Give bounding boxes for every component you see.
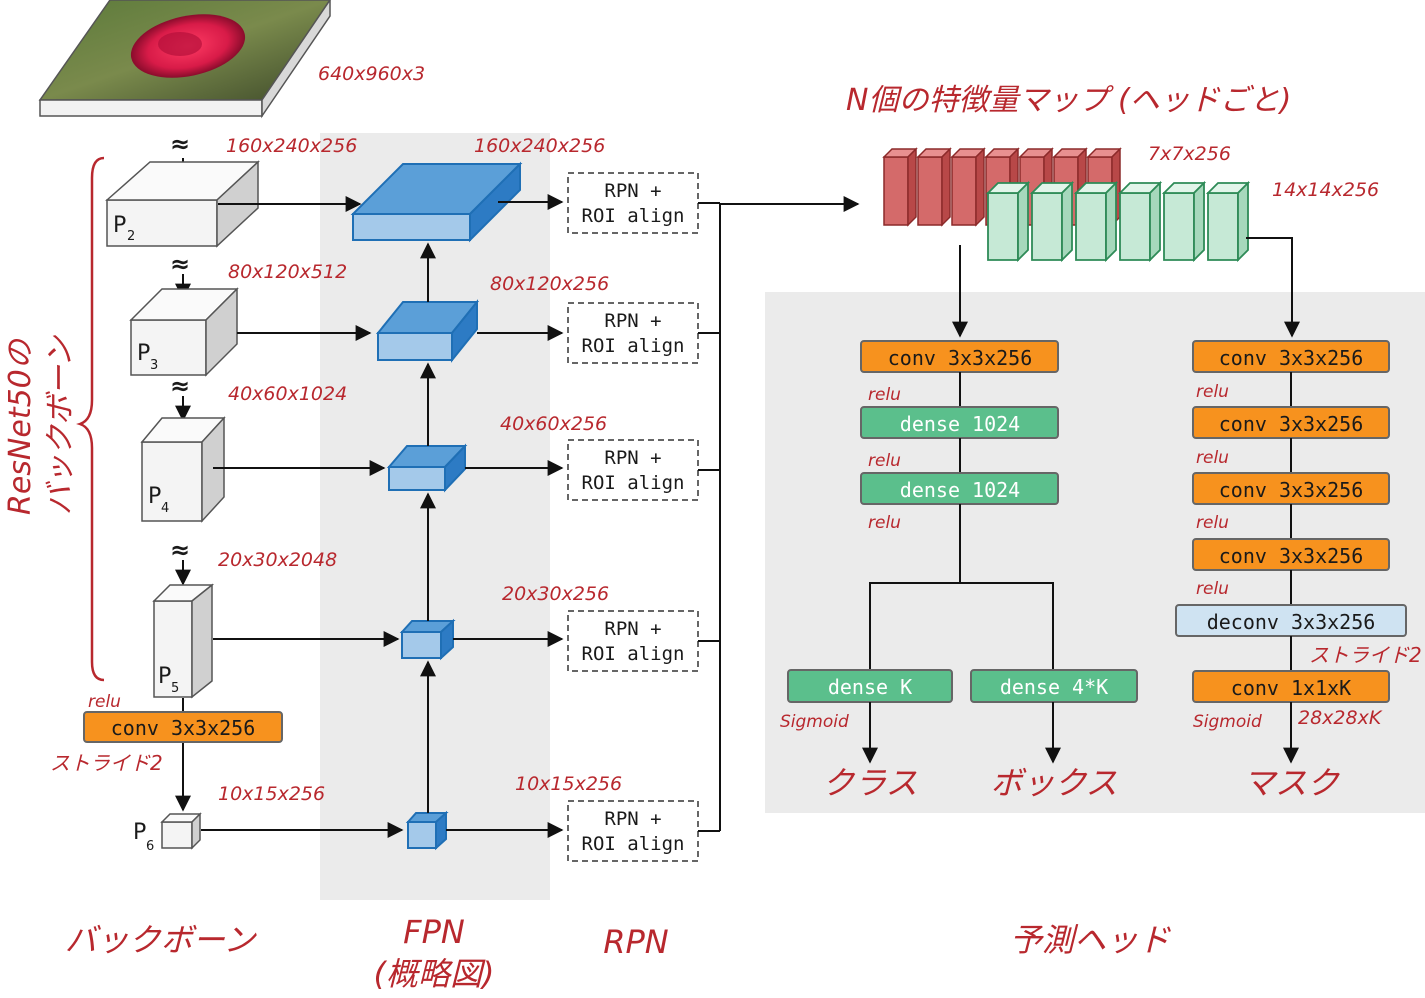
section-head: 予測ヘッド xyxy=(1010,921,1171,959)
cb-sigmoid: Sigmoid xyxy=(780,712,849,732)
rpn-2-line1: RPN + xyxy=(604,180,661,202)
green-map-dim: 14x14x256 xyxy=(1272,179,1379,201)
mk-relu-4: relu xyxy=(1196,579,1229,599)
p4-sub: 4 xyxy=(161,501,169,516)
mk-deconv-label: deconv 3x3x256 xyxy=(1207,610,1376,634)
input-image xyxy=(38,0,331,119)
section-fpn: FPN xyxy=(403,913,465,951)
rpn-box-3: RPN + ROI align xyxy=(567,302,699,364)
fpn-level-2 xyxy=(350,161,523,243)
rpn-3-line1: RPN + xyxy=(604,310,661,332)
rpn-2-line2: ROI align xyxy=(582,205,685,227)
mk-relu-1: relu xyxy=(1196,382,1229,402)
mk-conv4-label: conv 3x3x256 xyxy=(1219,544,1364,568)
p4-dim: 40x60x1024 xyxy=(228,383,347,405)
mk-sigmoid: Sigmoid xyxy=(1193,712,1262,732)
mk-relu-3: relu xyxy=(1196,513,1229,533)
rpn-5-line1: RPN + xyxy=(604,618,661,640)
rpn-box-4: RPN + ROI align xyxy=(567,439,699,501)
cb-relu-2: relu xyxy=(868,451,901,471)
backbone-conv-label: conv 3x3x256 xyxy=(111,716,256,740)
cb-dense1-label: dense 1024 xyxy=(900,412,1020,436)
squiggle-4: ≈ xyxy=(170,536,190,564)
backbone-p2 xyxy=(105,160,260,248)
fpn-level-3 xyxy=(375,299,480,363)
out-class-label: クラス xyxy=(822,764,917,802)
p2-label: P xyxy=(113,213,126,238)
backbone-p6 xyxy=(160,812,202,850)
green-feature-maps xyxy=(985,180,1251,263)
to-mask-head-arrow xyxy=(1246,237,1300,338)
p6-sub: 6 xyxy=(146,839,154,854)
backbone-stride: ストライド2 xyxy=(50,751,163,775)
cb-conv-label: conv 3x3x256 xyxy=(888,346,1033,370)
fpn-dim-4: 40x60x256 xyxy=(500,413,607,435)
backbone-relu: relu xyxy=(88,692,121,712)
fpn-dim-2: 160x240x256 xyxy=(474,135,605,157)
p3-sub: 3 xyxy=(150,358,158,373)
p5-dim: 20x30x2048 xyxy=(218,549,337,571)
mk-conv2-label: conv 3x3x256 xyxy=(1219,412,1364,436)
input-dim-label: 640x960x3 xyxy=(318,63,425,85)
squiggle-2: ≈ xyxy=(170,250,190,278)
rpn-4-line1: RPN + xyxy=(604,447,661,469)
mk-relu-2: relu xyxy=(1196,448,1229,468)
fpn-level-5 xyxy=(399,618,456,661)
backbone-p3 xyxy=(129,287,239,377)
squiggle-1: ≈ xyxy=(170,130,190,158)
cb-branch xyxy=(869,582,1054,670)
fpn-level-6 xyxy=(405,810,449,851)
p5-sub: 5 xyxy=(171,681,179,696)
mk-out-dim: 28x28xK xyxy=(1298,707,1383,729)
red-map-dim: 7x7x256 xyxy=(1148,143,1231,165)
out-box-label: ボックス xyxy=(990,764,1117,802)
out-mask-label: マスク xyxy=(1243,764,1340,802)
cb-relu-1: relu xyxy=(868,385,901,405)
mk-stride: ストライド2 xyxy=(1309,643,1422,667)
rpn-merge-bus xyxy=(698,202,721,832)
fpn-level-4 xyxy=(386,443,468,493)
fpn-dim-5: 20x30x256 xyxy=(502,583,609,605)
p4-label: P xyxy=(148,484,161,509)
mk-convout-label: conv 1x1xK xyxy=(1231,676,1351,700)
cb-dense4k-label: dense 4*K xyxy=(1000,675,1108,699)
p6-label: P xyxy=(133,820,146,845)
rpn-6-line1: RPN + xyxy=(604,808,661,830)
fpn-dim-6: 10x15x256 xyxy=(515,773,622,795)
rpn-6-line2: ROI align xyxy=(582,833,685,855)
rpn-3-line2: ROI align xyxy=(582,335,685,357)
section-rpn: RPN xyxy=(603,923,669,961)
resnet-label-1: ResNet50の xyxy=(3,337,38,515)
resnet-bracket xyxy=(76,156,105,682)
rpn-box-2: RPN + ROI align xyxy=(567,172,699,234)
cb-dense2-label: dense 1024 xyxy=(900,478,1020,502)
backbone-p5 xyxy=(152,583,215,699)
backbone-p4 xyxy=(140,416,226,523)
p3-label: P xyxy=(137,341,150,366)
cb-densek-label: dense K xyxy=(828,675,912,699)
p2-sub: 2 xyxy=(127,229,135,244)
rpn-4-line2: ROI align xyxy=(582,472,685,494)
rpn-5-line2: ROI align xyxy=(582,643,685,665)
resnet-label-2: バックボーン xyxy=(43,335,78,515)
p5-label: P xyxy=(158,664,171,689)
section-backbone: バックボーン xyxy=(65,921,257,959)
rpn-box-6: RPN + ROI align xyxy=(567,800,699,862)
cb-relu-3: relu xyxy=(868,513,901,533)
section-fpn-sub: (概略図) xyxy=(374,955,495,993)
p3-dim: 80x120x512 xyxy=(228,261,347,283)
fpn-panel-bg xyxy=(320,133,550,900)
backbone-conv-box xyxy=(83,711,283,743)
fpn-dim-3: 80x120x256 xyxy=(490,273,609,295)
p6-dim: 10x15x256 xyxy=(218,783,325,805)
mk-conv3-label: conv 3x3x256 xyxy=(1219,478,1364,502)
rpn-box-5: RPN + ROI align xyxy=(567,610,699,672)
p2-dim: 160x240x256 xyxy=(226,135,357,157)
features-title: N個の特徴量マップ (ヘッドごと) xyxy=(846,83,1291,118)
squiggle-3: ≈ xyxy=(170,372,190,400)
mk-conv1-label: conv 3x3x256 xyxy=(1219,346,1364,370)
